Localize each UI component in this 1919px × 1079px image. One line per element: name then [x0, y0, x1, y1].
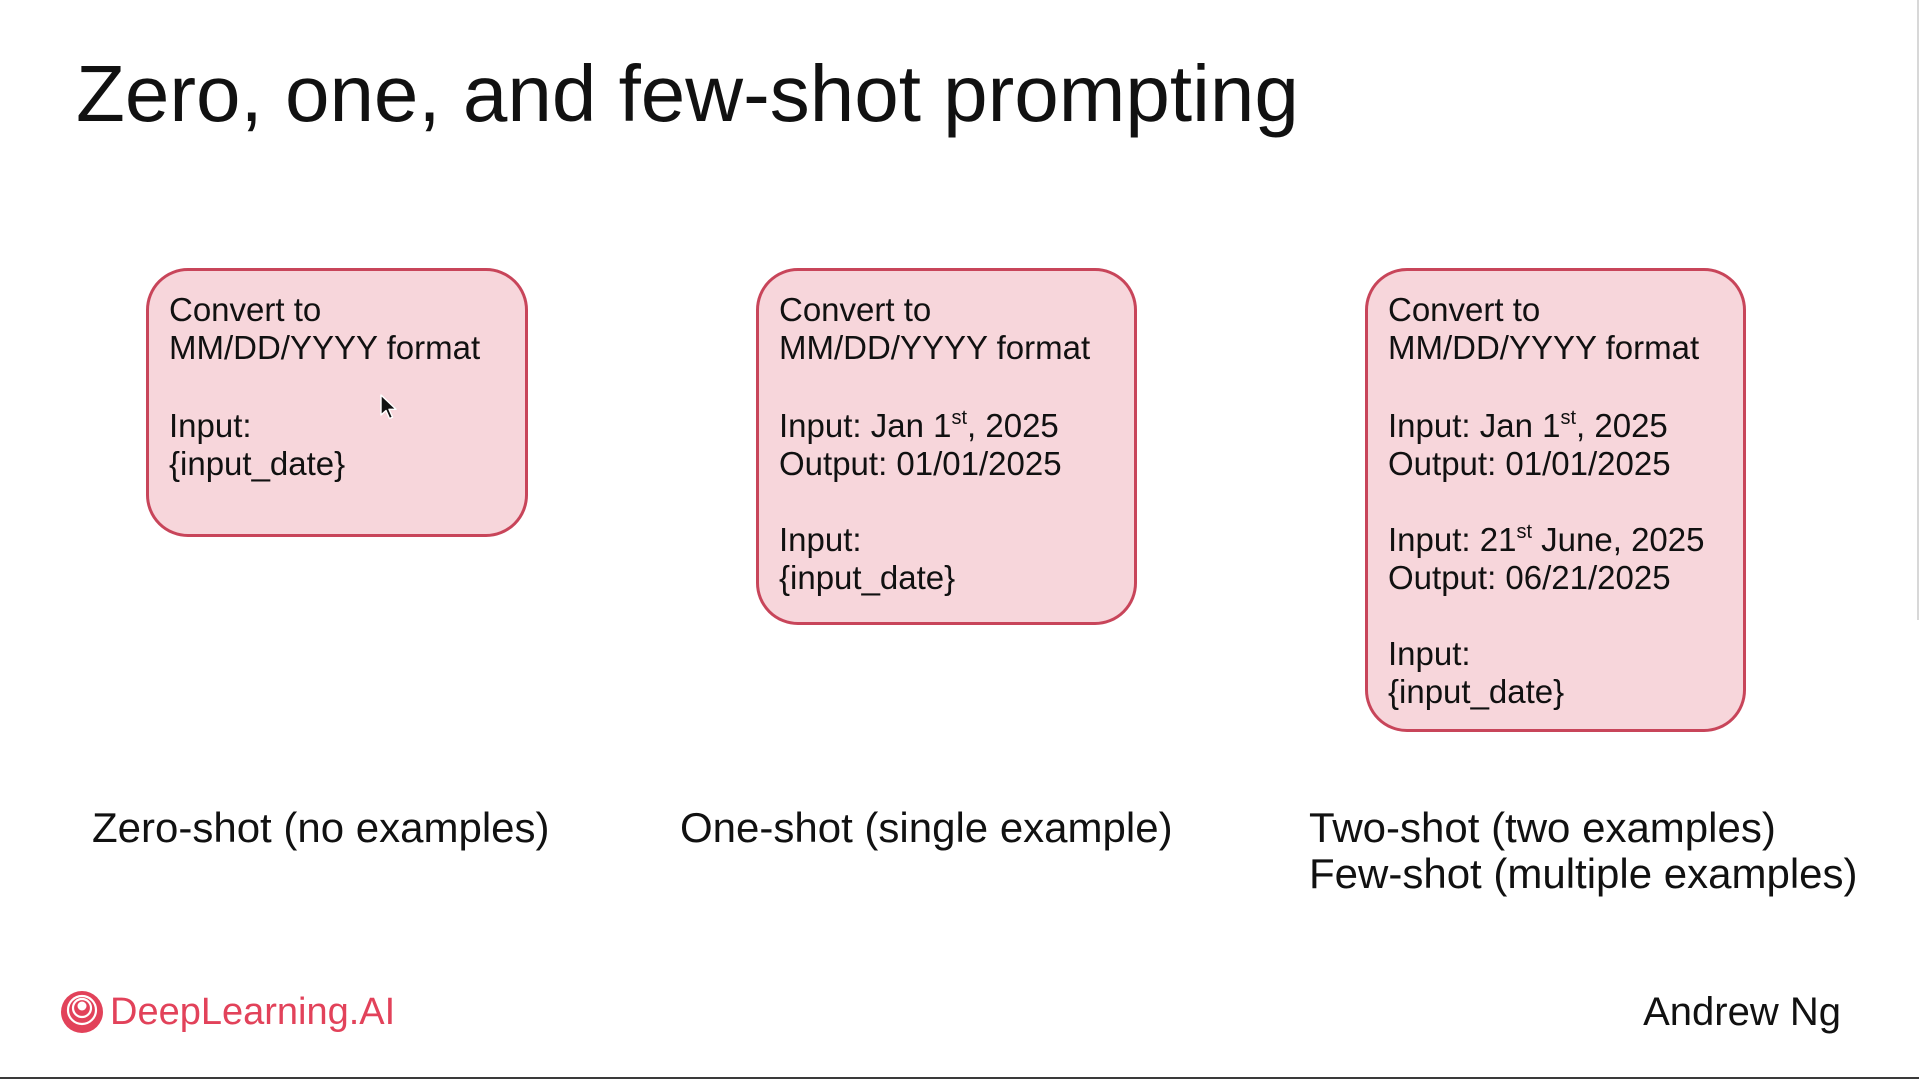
one-shot-caption: One-shot (single example) — [680, 804, 1173, 851]
right-edge-divider — [1917, 0, 1919, 620]
bottom-edge-divider — [0, 1077, 1919, 1079]
few-shot-caption: Two-shot (two examples) Few-shot (multip… — [1309, 805, 1858, 897]
example-1-input-suffix: , 2025 — [1576, 407, 1668, 444]
instruction-line-1: Convert to — [169, 291, 322, 328]
spacer — [779, 483, 1114, 521]
example-2-input-ordinal: st — [1516, 521, 1533, 543]
input-label: Input: — [779, 521, 862, 558]
input-placeholder: {input_date} — [169, 445, 346, 482]
instruction-line-2: MM/DD/YYYY format — [779, 329, 1091, 366]
example-1-output: Output: 01/01/2025 — [779, 445, 1062, 482]
example-2-output: Output: 06/21/2025 — [1388, 559, 1671, 596]
zero-shot-caption: Zero-shot (no examples) — [92, 804, 550, 851]
spacer — [1388, 367, 1723, 407]
deeplearning-ai-logo-icon — [61, 991, 103, 1033]
example-1-input: Input: Jan 1st, 2025 — [779, 407, 1114, 445]
example-1-input: Input: Jan 1st, 2025 — [1388, 407, 1723, 445]
few-shot-prompt-box: Convert to MM/DD/YYYY format Input: Jan … — [1365, 268, 1746, 732]
input-placeholder: {input_date} — [1388, 673, 1565, 710]
two-shot-caption-line: Two-shot (two examples) — [1309, 804, 1776, 851]
spacer — [779, 367, 1114, 407]
few-shot-caption-line: Few-shot (multiple examples) — [1309, 850, 1858, 897]
example-2-input-suffix: June, 2025 — [1532, 521, 1705, 558]
spacer — [1388, 597, 1723, 635]
instruction-line-2: MM/DD/YYYY format — [1388, 329, 1700, 366]
input-label: Input: — [1388, 635, 1471, 672]
input-label: Input: — [169, 407, 252, 444]
slide-title: Zero, one, and few-shot prompting — [76, 49, 1299, 138]
author-name: Andrew Ng — [1643, 990, 1841, 1034]
input-placeholder: {input_date} — [779, 559, 956, 596]
spacer — [169, 367, 505, 407]
example-1-input-suffix: , 2025 — [967, 407, 1059, 444]
instruction-line-1: Convert to — [1388, 291, 1541, 328]
mouse-pointer-icon — [380, 394, 397, 420]
example-1-output: Output: 01/01/2025 — [1388, 445, 1671, 482]
example-2-input-prefix: Input: 21 — [1388, 521, 1517, 558]
one-shot-prompt-box: Convert to MM/DD/YYYY format Input: Jan … — [756, 268, 1137, 625]
spacer — [1388, 483, 1723, 521]
example-1-input-ordinal: st — [1560, 407, 1577, 429]
instruction-line-2: MM/DD/YYYY format — [169, 329, 481, 366]
example-2-input: Input: 21st June, 2025 — [1388, 521, 1723, 559]
example-1-input-prefix: Input: Jan 1 — [1388, 407, 1561, 444]
brand-name: DeepLearning.AI — [110, 991, 396, 1033]
example-1-input-prefix: Input: Jan 1 — [779, 407, 952, 444]
brand-logo: DeepLearning.AI — [60, 990, 395, 1034]
instruction-line-1: Convert to — [779, 291, 932, 328]
zero-shot-prompt-box: Convert to MM/DD/YYYY format Input: {inp… — [146, 268, 528, 537]
example-1-input-ordinal: st — [951, 407, 968, 429]
